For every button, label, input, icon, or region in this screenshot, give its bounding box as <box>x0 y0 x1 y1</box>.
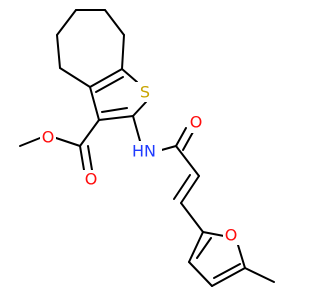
bond-furan-c4-c5 <box>211 267 246 287</box>
amide-nitrogen-label: HN <box>132 142 156 161</box>
ester-carbonyl-oxygen-label: O <box>85 170 98 189</box>
bond-s-c2 <box>132 101 147 117</box>
atom-labels: S HN O O O O <box>40 82 240 245</box>
bond-c7a-s <box>121 68 138 83</box>
molecule-diagram: S HN O O O O <box>19 9 275 287</box>
ester-ether-oxygen-background <box>40 128 56 148</box>
bond-furan-c2-c3-double <box>196 237 212 259</box>
sulfur-label-background <box>135 82 153 102</box>
bond-ring7-a <box>56 9 77 36</box>
bond-ester-carbonyl <box>79 145 85 171</box>
ester-carbonyl-oxygen-background <box>83 170 99 190</box>
bond-c3a-c7a-double <box>95 76 124 93</box>
bond-furan-o-c2 <box>202 231 225 237</box>
methyl-ester-group <box>19 119 100 171</box>
bond-c2-n <box>132 115 141 142</box>
bond-c2-c3-double <box>101 107 128 113</box>
bond-ring7-d <box>56 34 61 69</box>
ester-ether-oxygen-label: O <box>42 128 55 147</box>
amide-oxygen-label: O <box>190 113 203 132</box>
bond-ring7-f <box>121 34 125 70</box>
bond-amide-carbonyl-double <box>182 131 194 151</box>
bond-furan-c3-c4 <box>188 261 213 287</box>
bond-c2-c3 <box>98 115 134 121</box>
bond-amide-vinyl <box>175 145 200 177</box>
bond-furan-c5-o <box>237 244 246 269</box>
bond-ester-carbonyl-double <box>87 145 93 171</box>
methylfuran-ring <box>188 231 275 287</box>
sulfur-atom-label: S <box>140 83 150 102</box>
bond-vinyl-furan <box>180 202 204 233</box>
bond-vinyl-double-inner <box>173 174 191 200</box>
bond-furan-c4-c5-double <box>213 263 241 279</box>
bond-furan-c2-c3 <box>188 231 204 263</box>
thiophene-ring <box>89 68 147 121</box>
nitrogen-label-background <box>128 141 162 163</box>
bond-vinyl-double-main <box>180 175 200 204</box>
bond-c3-ester-carbon <box>79 119 100 147</box>
cycloheptane-ring <box>56 9 125 88</box>
bond-ring7-e <box>59 67 91 88</box>
furan-oxygen-label: O <box>225 226 238 245</box>
bond-c3-c3a <box>89 86 100 121</box>
bond-ring7-c <box>104 9 125 36</box>
bond-ester-o-methyl <box>19 137 41 147</box>
furan-oxygen-background <box>223 225 240 245</box>
bond-furan-methyl <box>244 267 275 283</box>
bond-ester-c-o-ether <box>55 137 81 147</box>
amide-oxygen-background <box>188 113 205 133</box>
bond-c3a-c7a <box>89 68 123 88</box>
bond-amide-carbonyl <box>175 127 187 147</box>
amide-linker <box>132 115 204 233</box>
